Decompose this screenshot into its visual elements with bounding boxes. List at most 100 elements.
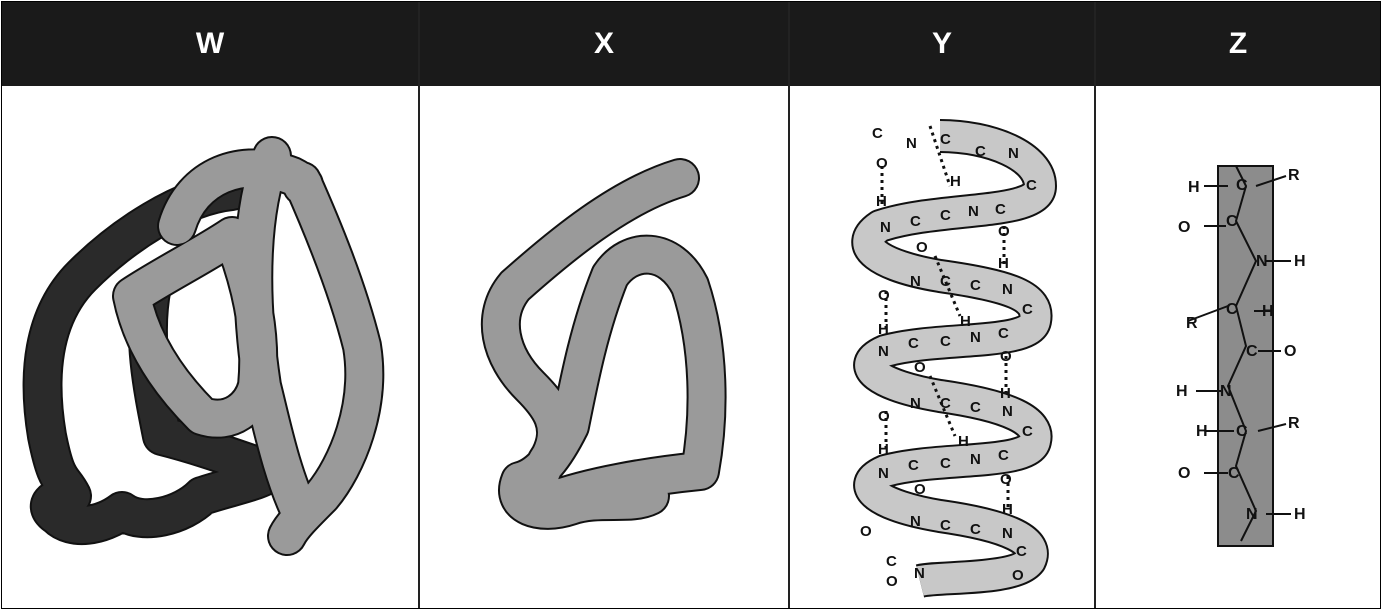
atom-n: N [878, 343, 889, 360]
atom-c: C [940, 131, 951, 148]
label-r: R [1288, 167, 1300, 184]
atom-c: C [995, 201, 1006, 218]
atom-c: C [940, 207, 951, 224]
label-c: C [1236, 177, 1248, 194]
atom-o: O [876, 155, 888, 172]
atom-c: C [1026, 177, 1037, 194]
label-h: H [1196, 423, 1208, 440]
atom-h: H [998, 255, 1009, 272]
atom-c: C [940, 273, 951, 290]
label-c: C [1228, 465, 1240, 482]
atom-o: O [998, 223, 1010, 240]
atom-n: N [1002, 403, 1013, 420]
atom-n: N [1002, 525, 1013, 542]
atom-c: C [998, 325, 1009, 342]
atom-n: N [1002, 281, 1013, 298]
atom-h: H [1000, 385, 1011, 402]
atom-n: N [906, 135, 917, 152]
atom-n: N [968, 203, 979, 220]
atom-n: N [878, 465, 889, 482]
label-o: O [1178, 465, 1190, 482]
atom-h: H [960, 313, 971, 330]
label-h: H [1188, 179, 1200, 196]
panel-w-header: W [2, 2, 418, 86]
atom-o: O [886, 573, 898, 590]
atom-n: N [910, 395, 921, 412]
atom-c: C [1022, 423, 1033, 440]
panel-w-art [2, 86, 418, 608]
atom-c: C [908, 335, 919, 352]
atom-c: C [970, 277, 981, 294]
panel-w-label: W [196, 27, 224, 61]
atom-c: C [970, 399, 981, 416]
atom-o: O [1000, 471, 1012, 488]
atom-o: O [860, 523, 872, 540]
atom-c: C [940, 395, 951, 412]
atom-o: O [1012, 567, 1024, 584]
atom-c: C [1016, 543, 1027, 560]
tertiary-structure-illustration [2, 86, 418, 608]
label-h: H [1262, 303, 1274, 320]
atom-c: C [940, 517, 951, 534]
atom-o: O [1000, 348, 1012, 365]
panel-z-header: Z [1096, 2, 1380, 86]
atom-o: O [914, 481, 926, 498]
atom-n: N [970, 451, 981, 468]
panel-z-label: Z [1229, 27, 1247, 61]
label-r: R [1288, 415, 1300, 432]
label-c: C [1226, 301, 1238, 318]
atom-c: C [886, 553, 897, 570]
atom-h: H [950, 173, 961, 190]
panel-y-art: C O H N C C N C H N C C N C O O H [790, 86, 1094, 608]
label-h: H [1176, 383, 1188, 400]
atom-o: O [878, 287, 890, 304]
label-n: N [1246, 506, 1258, 523]
label-o: O [1178, 219, 1190, 236]
atom-h: H [876, 193, 887, 210]
panel-x-label: X [594, 27, 614, 61]
panel-x-header: X [420, 2, 788, 86]
label-h: H [1294, 506, 1306, 523]
folded-chain-illustration [420, 86, 788, 608]
panel-z: Z [1096, 2, 1380, 608]
beta-strand-illustration: H R C O C N H R C H C O H N H C R [1096, 86, 1378, 608]
atom-h: H [878, 321, 889, 338]
atom-h: H [958, 433, 969, 450]
label-n: N [1256, 253, 1268, 270]
atom-o: O [916, 239, 928, 256]
atom-c: C [998, 447, 1009, 464]
label-h: H [1294, 253, 1306, 270]
label-n: N [1220, 383, 1232, 400]
atom-h: H [1002, 501, 1013, 518]
atom-c: C [975, 143, 986, 160]
atom-n: N [910, 513, 921, 530]
panel-z-art: H R C O C N H R C H C O H N H C R [1096, 86, 1380, 608]
atom-n: N [880, 219, 891, 236]
atom-c: C [1022, 301, 1033, 318]
panel-w: W [2, 2, 420, 608]
atom-o: O [878, 408, 890, 425]
atom-c: C [940, 455, 951, 472]
atom-c: C [908, 457, 919, 474]
folded-chain [501, 178, 707, 510]
label-c: C [1236, 423, 1248, 440]
panel-x-art [420, 86, 788, 608]
alpha-helix-illustration: C O H N C C N C H N C C N C O O H [790, 86, 1094, 608]
panel-y-label: Y [932, 27, 952, 61]
atom-n: N [910, 273, 921, 290]
label-c: C [1246, 343, 1258, 360]
atom-n: N [1008, 145, 1019, 162]
atom-n: N [914, 565, 925, 582]
atom-n: N [970, 329, 981, 346]
label-o: O [1284, 343, 1296, 360]
atom-c: C [910, 213, 921, 230]
atom-c: C [970, 521, 981, 538]
label-c: C [1226, 213, 1238, 230]
atom-c: C [940, 333, 951, 350]
label-r: R [1186, 315, 1198, 332]
atom-h: H [878, 441, 889, 458]
atom-c: C [872, 125, 883, 142]
panel-x: X [420, 2, 790, 608]
panel-y: Y [790, 2, 1096, 608]
